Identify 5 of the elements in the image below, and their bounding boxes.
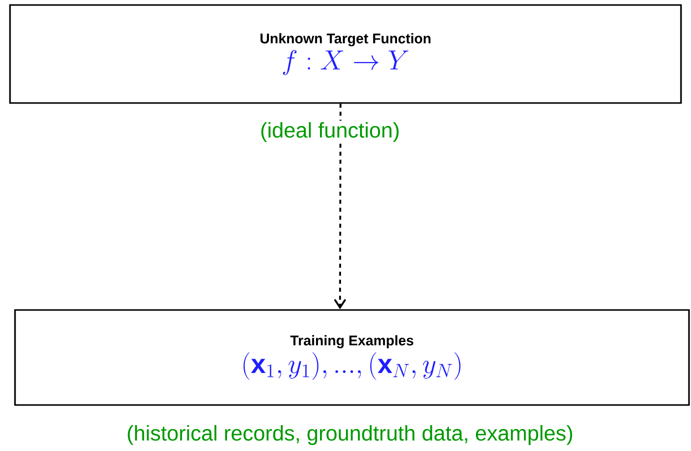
process-box: Unknown Target Function $f : X \rightarrow Y$ [9, 4, 682, 104]
arrow [334, 104, 346, 310]
process-box: Training Examples $(\mathbf{x}_1, y_1), ..., (\mathbf{x}_N, y_N)$ [14, 309, 690, 406]
caption-text: (historical records, groundtruth data, examples) [125, 424, 575, 446]
caption-text: (ideal function) [258, 120, 402, 144]
